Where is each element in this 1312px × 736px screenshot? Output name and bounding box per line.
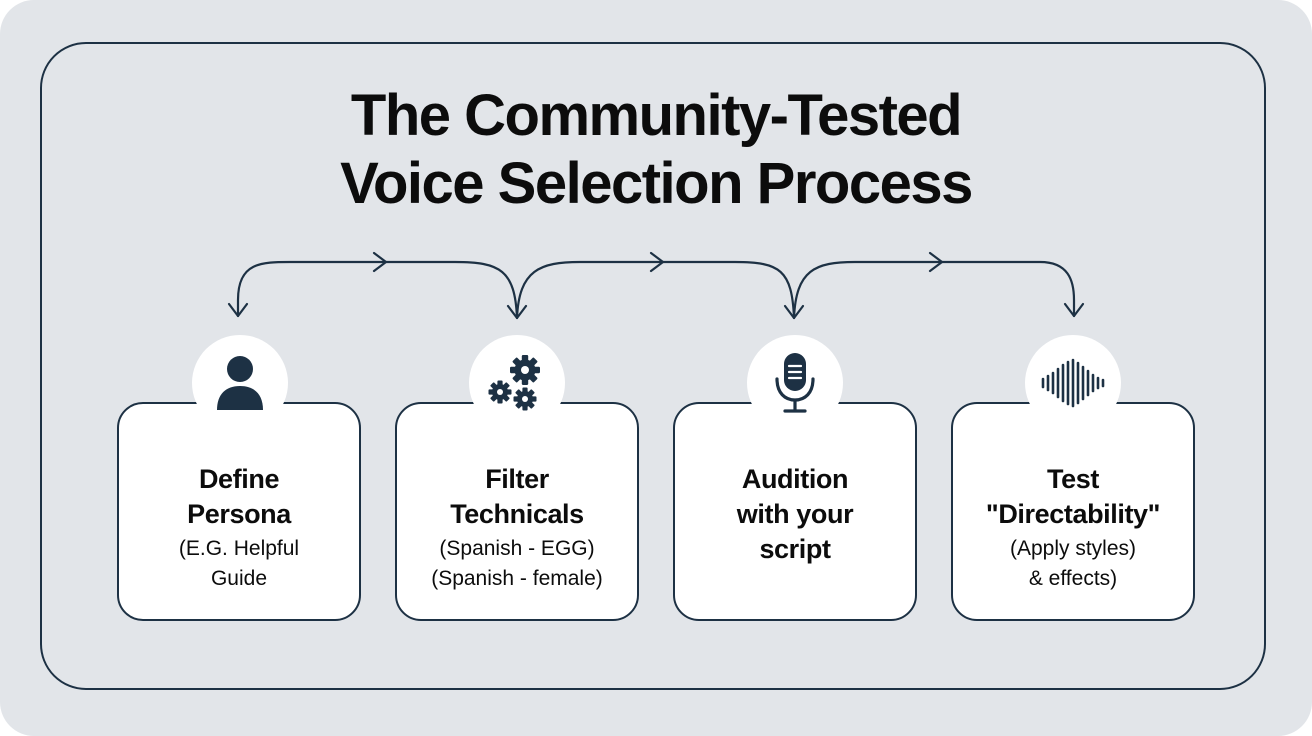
arrowhead-right-3	[928, 251, 944, 273]
connector-1-2	[236, 260, 519, 320]
diagram-frame	[40, 42, 1266, 690]
step-4-heading-line-2: "Directability"	[985, 499, 1161, 529]
step-card-3: Audition with your script	[673, 402, 917, 621]
title-line-2: Voice Selection Process	[340, 151, 973, 216]
step-1-detail-line-1: (E.G. Helpful	[178, 537, 300, 560]
arrowhead-right-2	[649, 251, 665, 273]
step-2-icon-badge	[469, 335, 565, 431]
step-3-icon-badge	[747, 335, 843, 431]
step-2-heading-line-2: Technicals	[450, 499, 584, 529]
step-card-2: Filter Technicals (Spanish - EGG) (Spani…	[395, 402, 639, 621]
step-4-heading-line-1: Test	[1047, 464, 1099, 494]
title-line-1: The Community-Tested	[350, 83, 963, 148]
person-icon	[217, 356, 263, 410]
step-2-detail-line-2: (Spanish - female)	[431, 567, 603, 590]
step-3-heading-line-1: Audition	[741, 464, 849, 494]
step-2-detail-line-1: (Spanish - EGG)	[439, 537, 595, 560]
step-4-detail-line-1: (Apply styles)	[1009, 537, 1137, 560]
gears-icon	[488, 355, 540, 411]
step-1-icon-badge	[192, 335, 288, 431]
arrowhead-down-1	[227, 302, 249, 318]
step-4-detail-line-2: & effects)	[1028, 567, 1118, 590]
step-2-heading-line-1: Filter	[485, 464, 549, 494]
step-1-heading-line-1: Define	[198, 464, 280, 494]
step-1-heading-line-2: Persona	[187, 499, 291, 529]
step-3-heading-line-2: with your	[736, 499, 854, 529]
step-3-heading-line-3: script	[759, 534, 831, 564]
step-1-detail-line-2: Guide	[210, 567, 268, 590]
connector-3-4	[792, 260, 1076, 320]
microphone-icon	[775, 353, 815, 413]
sound-wave-icon	[1041, 358, 1105, 408]
step-card-4: Test "Directability" (Apply styles) & ef…	[951, 402, 1195, 621]
arrowhead-down-4	[1063, 302, 1085, 318]
step-card-1: Define Persona (E.G. Helpful Guide	[117, 402, 361, 621]
connector-2-3	[515, 260, 796, 320]
arrowhead-right-1	[372, 251, 388, 273]
step-4-icon-badge	[1025, 335, 1121, 431]
